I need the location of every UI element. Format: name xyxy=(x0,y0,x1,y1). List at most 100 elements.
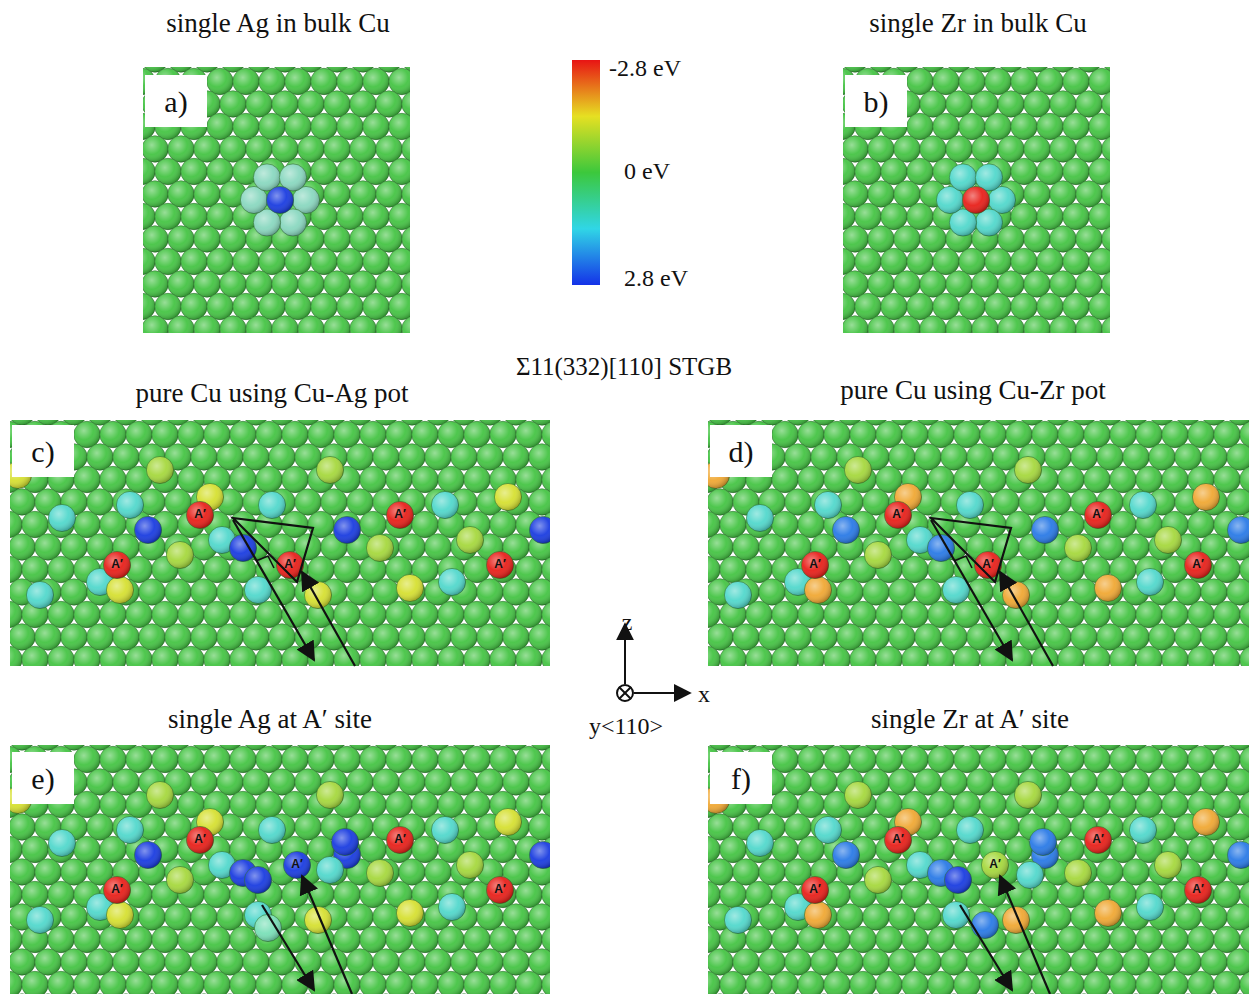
atom xyxy=(186,501,213,528)
atom xyxy=(48,601,74,627)
atom xyxy=(308,746,334,772)
atom xyxy=(1002,906,1029,933)
atom xyxy=(1016,861,1043,888)
atom xyxy=(1058,601,1084,627)
atom xyxy=(993,489,1019,515)
atom xyxy=(168,136,194,162)
atom xyxy=(178,746,204,772)
atom xyxy=(1149,769,1175,795)
atom xyxy=(152,421,178,447)
atom xyxy=(907,158,933,184)
atom xyxy=(516,791,542,817)
atom xyxy=(971,911,998,938)
atom xyxy=(204,556,230,582)
atom xyxy=(244,866,271,893)
atom xyxy=(490,601,516,627)
atom xyxy=(1188,926,1214,952)
atom xyxy=(529,949,550,975)
atom xyxy=(246,271,272,297)
atom xyxy=(1097,949,1123,975)
atom xyxy=(884,501,911,528)
atom xyxy=(933,248,959,274)
atom xyxy=(1037,68,1063,94)
atom xyxy=(843,316,868,333)
atom xyxy=(985,68,1011,94)
atom xyxy=(74,791,100,817)
atom xyxy=(266,186,293,213)
atom xyxy=(1024,316,1050,333)
atom xyxy=(542,646,550,666)
atom xyxy=(282,791,308,817)
atom xyxy=(529,444,550,470)
atom xyxy=(168,226,194,252)
atom xyxy=(907,203,933,229)
atom xyxy=(894,271,920,297)
atom xyxy=(243,769,269,795)
site-label: A′ xyxy=(1092,833,1104,846)
atom xyxy=(376,136,402,162)
atom xyxy=(425,769,451,795)
atom xyxy=(1011,158,1037,184)
atom xyxy=(1240,971,1249,994)
atom xyxy=(928,421,954,447)
atom xyxy=(980,421,1006,447)
atom xyxy=(811,444,837,470)
atom xyxy=(1175,949,1201,975)
atom xyxy=(720,646,746,666)
atom xyxy=(1188,421,1214,447)
atom xyxy=(894,181,920,207)
atom xyxy=(843,181,868,207)
atom xyxy=(412,746,438,772)
atom xyxy=(998,91,1024,117)
atom xyxy=(399,444,425,470)
atom xyxy=(74,466,100,492)
atom xyxy=(194,226,220,252)
atom xyxy=(902,746,928,772)
atom xyxy=(785,814,811,840)
atom xyxy=(881,293,907,319)
atom xyxy=(708,534,733,560)
atom xyxy=(772,926,798,952)
atom xyxy=(864,866,891,893)
atom xyxy=(1175,769,1201,795)
atom xyxy=(194,271,220,297)
atom xyxy=(954,601,980,627)
atom xyxy=(61,579,87,605)
atom xyxy=(259,113,285,139)
atom xyxy=(956,816,983,843)
atom xyxy=(178,971,204,994)
atom xyxy=(708,646,720,666)
atom xyxy=(337,68,363,94)
atom xyxy=(311,158,337,184)
atom xyxy=(1188,601,1214,627)
atom xyxy=(811,624,837,650)
atom xyxy=(396,899,423,926)
atom xyxy=(285,293,311,319)
atom xyxy=(181,158,207,184)
atom xyxy=(412,511,438,537)
atom xyxy=(720,881,746,907)
atom xyxy=(850,746,876,772)
figure-text: y<110> xyxy=(589,713,663,739)
atom xyxy=(868,181,894,207)
atom xyxy=(1110,971,1136,994)
atom xyxy=(269,579,295,605)
atom xyxy=(998,316,1024,333)
atom xyxy=(360,466,386,492)
atom xyxy=(1162,421,1188,447)
atom xyxy=(981,851,1008,878)
atom xyxy=(967,444,993,470)
atom xyxy=(451,769,477,795)
atom xyxy=(295,814,321,840)
atom xyxy=(376,181,402,207)
atom xyxy=(785,624,811,650)
atom xyxy=(1019,489,1045,515)
figure-text: e) xyxy=(31,762,54,795)
atom xyxy=(946,316,972,333)
displacement-arrows xyxy=(233,518,1053,994)
atom xyxy=(1175,444,1201,470)
atom xyxy=(889,444,915,470)
atom xyxy=(1037,158,1063,184)
atom xyxy=(798,646,824,666)
atom xyxy=(155,203,181,229)
